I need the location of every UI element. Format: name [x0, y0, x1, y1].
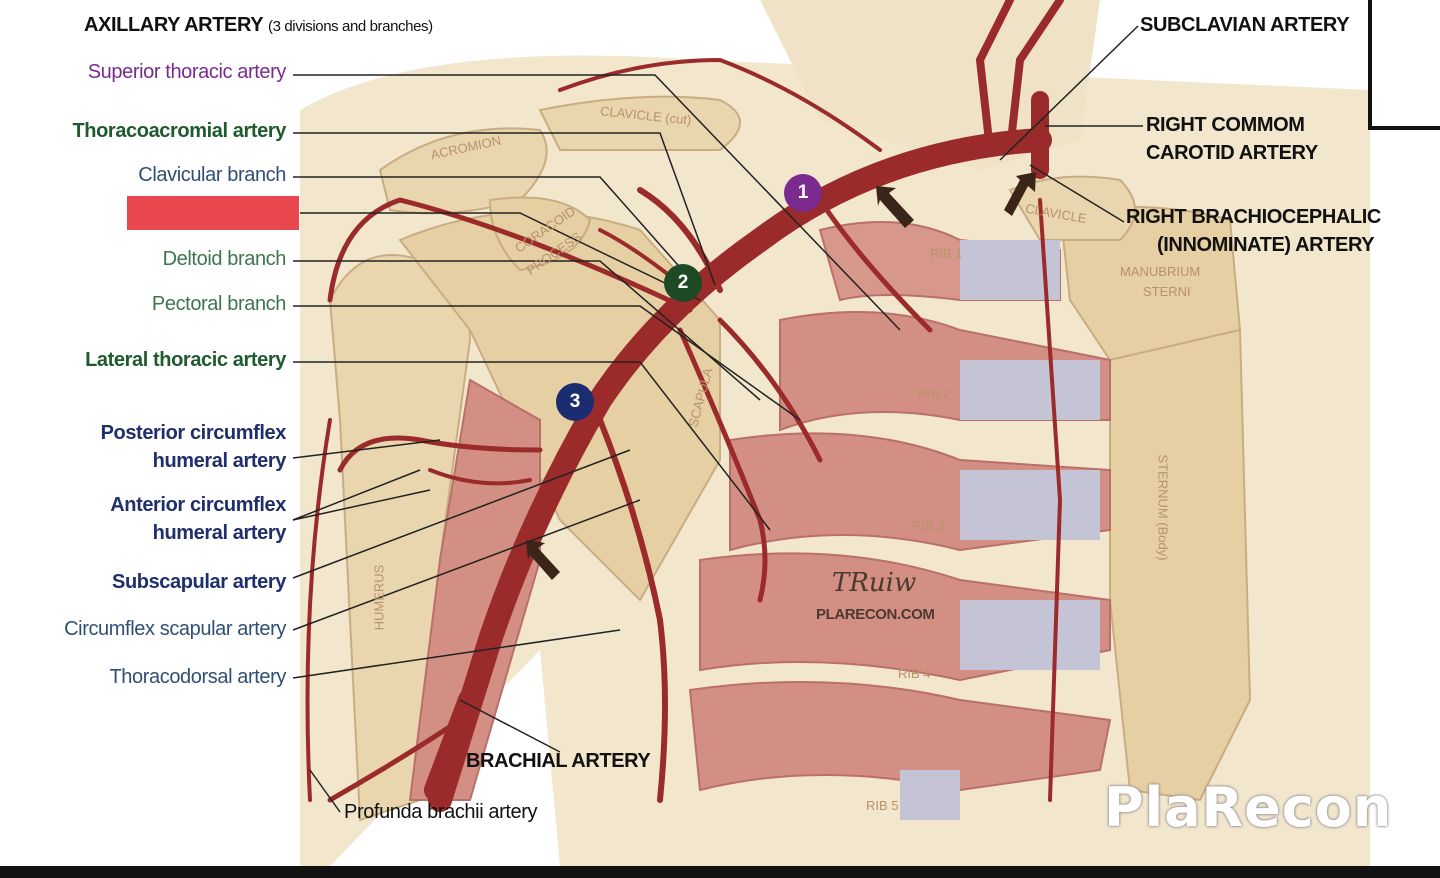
label-brachiocephalic-1: RIGHT BRACHIOCEPHALIC: [1126, 206, 1381, 228]
label-brachiocephalic-2: (INNOMINATE) ARTERY: [1157, 234, 1375, 256]
label-thoracodorsal: Thoracodorsal artery: [109, 666, 286, 688]
division-marker-3: 3: [556, 383, 594, 421]
label-profunda: Profunda brachii artery: [344, 801, 538, 823]
label-subclavian: SUBCLAVIAN ARTERY: [1140, 14, 1350, 36]
leader-clavicular: [293, 176, 701, 291]
branch-internal-thoracic: [1038, 198, 1063, 802]
label-clavicular: Clavicular branch: [138, 164, 286, 186]
branch-lateral-thoracic: [677, 327, 768, 603]
site-credit: PLARECON.COM: [816, 606, 935, 623]
arrows: [526, 172, 1036, 580]
branch-arm-long: [305, 418, 332, 802]
label-carotid-2: CAROTID ARTERY: [1146, 142, 1318, 164]
division-marker-2: 2: [664, 264, 702, 302]
leader-lines: [292, 25, 1143, 813]
rib5-label: RIB 5: [866, 798, 899, 813]
leader-anterior-circumflex-b: [292, 489, 431, 521]
redacted-label: [127, 196, 299, 230]
label-pectoral: Pectoral branch: [151, 293, 286, 315]
rib3-label: RIB 3: [912, 518, 945, 533]
label-posterior-circumflex-2: humeral artery: [152, 450, 287, 472]
label-thoracoacromial: Thoracoacromial artery: [72, 120, 286, 142]
subclavian-branch-up2: [1006, 0, 1064, 154]
leader-pectoral: [293, 305, 801, 421]
branch-superior-thoracic: [817, 197, 933, 333]
corner-frame: [1368, 0, 1440, 130]
leader-superior-thoracic: [293, 74, 901, 331]
label-superior-thoracic: Superior thoracic artery: [87, 61, 287, 83]
label-brachial: BRACHIAL ARTERY: [466, 750, 651, 772]
branch-deltoid: [327, 197, 693, 313]
arrow-3: [526, 540, 560, 580]
label-posterior-circumflex-1: Posterior circumflex: [100, 422, 287, 444]
branch-pectoral: [717, 317, 823, 463]
arrow-2: [1004, 172, 1036, 216]
axillary-artery: [428, 128, 1052, 812]
arm-muscle: [408, 378, 541, 801]
branch-subscapular: [597, 417, 668, 803]
leader-lateral-thoracic: [293, 361, 771, 531]
leader-posterior-circumflex: [292, 439, 441, 459]
leader-redacted: [300, 212, 701, 301]
bottom-bar: [0, 866, 1440, 878]
sternum-label: STERNUM (Body): [1155, 454, 1171, 561]
leader-anterior-circumflex-a: [292, 469, 421, 521]
label-lateral-thoracic: Lateral thoracic artery: [85, 349, 286, 371]
leader-thoracoacromial: [293, 132, 716, 286]
subclavian-branch-up1: [975, 0, 1014, 154]
branch-anterior-circumflex: [428, 468, 532, 486]
rib4-label: RIB 4: [898, 666, 931, 681]
leader-thoracodorsal: [292, 629, 621, 679]
rib-5: [688, 681, 1112, 792]
humerus-label: HUMERUS: [371, 564, 387, 631]
leader-profunda: [309, 769, 341, 813]
leader-brachial: [459, 699, 561, 753]
label-deltoid: Deltoid branch: [162, 248, 287, 270]
label-subscapular: Subscapular artery: [112, 571, 286, 593]
brachial-artery: [424, 688, 482, 802]
manubrium-label: MANUBRIUM: [1120, 264, 1201, 279]
leader-circumflex-scapular: [292, 499, 641, 631]
leader-brachiocephalic: [1029, 164, 1125, 223]
label-anterior-circumflex-1: Anterior circumflex: [110, 494, 286, 516]
branch-thoracic-upper: [558, 57, 882, 152]
watermark-logo: PlaRecon: [1104, 776, 1393, 839]
division-marker-1: 1: [784, 174, 822, 212]
rib2-label: RIB 2: [918, 386, 951, 401]
leader-subclavian: [999, 25, 1139, 161]
artist-signature: TRuiw: [832, 568, 917, 598]
costal-cartilage: [900, 240, 1100, 820]
label-anterior-circumflex-2: humeral artery: [152, 522, 287, 544]
clavicle-bone: [538, 95, 741, 152]
title-subtitle: (3 divisions and branches): [268, 18, 433, 35]
coracoid-bone: [488, 196, 592, 272]
page-title: AXILLARY ARTERY (3 divisions and branche…: [84, 14, 433, 37]
rib1-label: RIB 1: [930, 246, 963, 261]
title-main: AXILLARY ARTERY: [84, 14, 263, 36]
arrow-1: [876, 186, 914, 228]
label-circumflex-scapular: Circumflex scapular artery: [64, 618, 286, 640]
sternum-bone: [1109, 328, 1252, 802]
leader-subscapular: [292, 449, 631, 579]
label-carotid-1: RIGHT COMMOM: [1146, 114, 1305, 136]
branch-thoracoacromial: [637, 187, 723, 293]
sterni-label: STERNI: [1143, 284, 1191, 299]
branch-profunda: [327, 717, 463, 803]
